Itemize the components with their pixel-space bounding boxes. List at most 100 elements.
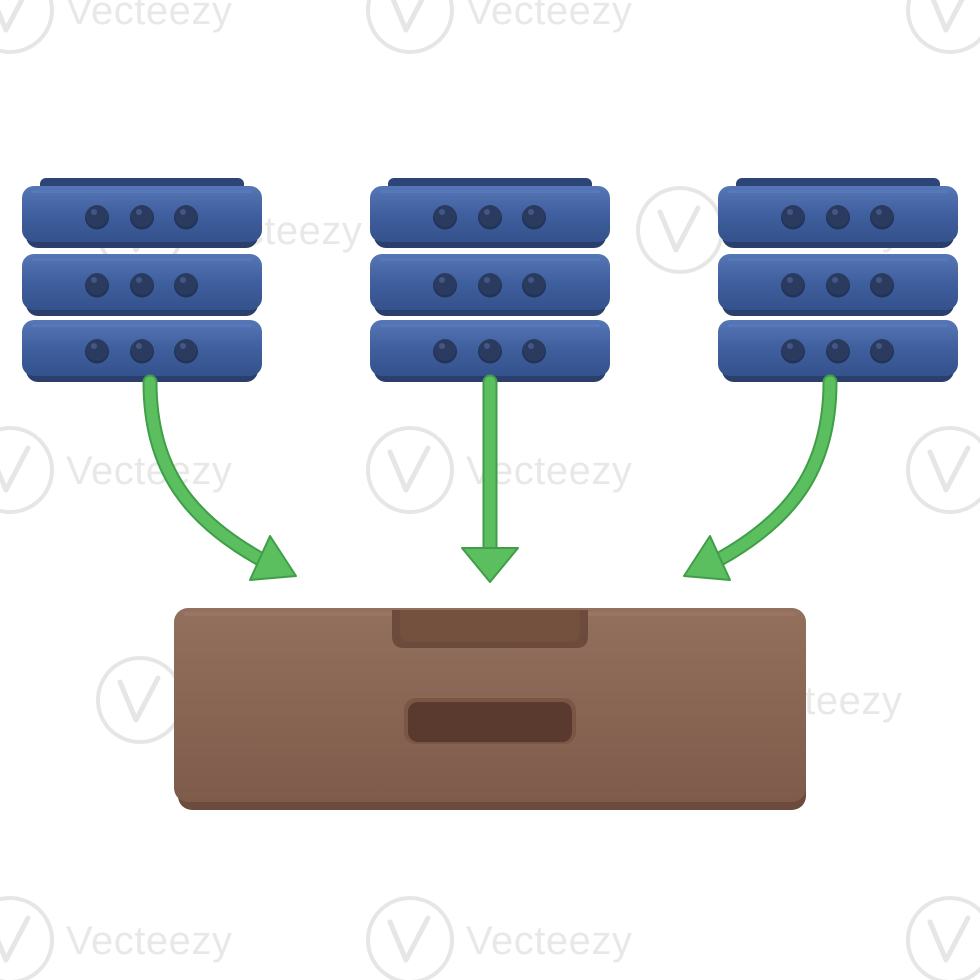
watermark: Vecteezy bbox=[906, 0, 980, 54]
storage-tray bbox=[174, 608, 806, 810]
server-status-light bbox=[131, 205, 153, 227]
server-light-glint bbox=[832, 277, 838, 283]
server-status-light bbox=[434, 339, 456, 361]
server-light-glint bbox=[180, 209, 186, 215]
server-status-light bbox=[131, 339, 153, 361]
watermark: Vecteezy bbox=[366, 0, 632, 54]
vecteezy-logo-icon bbox=[0, 896, 54, 980]
server-light-glint bbox=[180, 343, 186, 349]
server-status-light bbox=[827, 273, 849, 295]
server-unit bbox=[370, 320, 610, 382]
server-light-glint bbox=[180, 277, 186, 283]
server-light-glint bbox=[876, 277, 882, 283]
server-light-glint bbox=[484, 277, 490, 283]
arrow-head bbox=[249, 535, 297, 581]
vecteezy-logo-icon bbox=[906, 426, 980, 514]
server-unit-highlight bbox=[32, 324, 252, 327]
vecteezy-logo-icon bbox=[366, 896, 454, 980]
server-light-glint bbox=[787, 277, 793, 283]
server-unit-highlight bbox=[380, 258, 600, 261]
arrow-head bbox=[461, 547, 519, 583]
server-light-glint bbox=[91, 209, 97, 215]
server-unit bbox=[22, 320, 262, 382]
servers-group bbox=[22, 178, 958, 382]
server-unit bbox=[370, 254, 610, 316]
server-status-light bbox=[827, 205, 849, 227]
watermark: Vecteezy bbox=[906, 896, 980, 980]
server-unit bbox=[718, 254, 958, 316]
server-status-light bbox=[175, 339, 197, 361]
server-unit-highlight bbox=[32, 258, 252, 261]
server-status-light bbox=[782, 205, 804, 227]
server-unit-highlight bbox=[728, 324, 948, 327]
server-unit bbox=[718, 320, 958, 382]
watermark-text: Vecteezy bbox=[66, 919, 232, 963]
vecteezy-logo-icon bbox=[366, 426, 454, 514]
server-status-light bbox=[131, 273, 153, 295]
vecteezy-logo-icon bbox=[636, 186, 724, 274]
server-stack-left bbox=[22, 178, 262, 382]
watermark-text: Vecteezy bbox=[466, 0, 632, 33]
arrow-head bbox=[683, 535, 731, 581]
server-light-glint bbox=[91, 277, 97, 283]
server-unit bbox=[718, 186, 958, 248]
vecteezy-logo-icon bbox=[0, 426, 54, 514]
server-unit-highlight bbox=[32, 190, 252, 193]
server-light-glint bbox=[484, 343, 490, 349]
server-unit bbox=[370, 186, 610, 248]
server-light-glint bbox=[528, 343, 534, 349]
server-light-glint bbox=[832, 209, 838, 215]
server-stack-center bbox=[370, 178, 610, 382]
vecteezy-logo-icon bbox=[0, 0, 54, 54]
server-light-glint bbox=[876, 209, 882, 215]
server-status-light bbox=[523, 339, 545, 361]
server-status-light bbox=[479, 339, 501, 361]
server-light-glint bbox=[484, 209, 490, 215]
server-light-glint bbox=[876, 343, 882, 349]
watermark: Vecteezy bbox=[0, 426, 232, 514]
server-light-glint bbox=[439, 209, 445, 215]
server-stack-right bbox=[718, 178, 958, 382]
server-light-glint bbox=[439, 343, 445, 349]
server-status-light bbox=[782, 273, 804, 295]
server-light-glint bbox=[832, 343, 838, 349]
server-light-glint bbox=[136, 343, 142, 349]
server-status-light bbox=[871, 339, 893, 361]
arrow-center bbox=[461, 374, 519, 583]
tray-notch-inner bbox=[400, 610, 580, 642]
watermark-text: Vecteezy bbox=[466, 919, 632, 963]
tray-slot bbox=[408, 702, 572, 742]
server-status-light bbox=[434, 273, 456, 295]
watermark: Vecteezy bbox=[906, 426, 980, 514]
watermark-text: Vecteezy bbox=[66, 449, 232, 493]
server-status-light bbox=[782, 339, 804, 361]
server-status-light bbox=[86, 273, 108, 295]
vecteezy-logo-icon bbox=[906, 896, 980, 980]
watermark: Vecteezy bbox=[366, 426, 632, 514]
server-unit-highlight bbox=[728, 258, 948, 261]
server-status-light bbox=[86, 339, 108, 361]
server-status-light bbox=[827, 339, 849, 361]
server-unit-highlight bbox=[380, 190, 600, 193]
server-light-glint bbox=[528, 277, 534, 283]
arrow-shaft bbox=[712, 376, 836, 566]
server-unit-highlight bbox=[380, 324, 600, 327]
server-status-light bbox=[523, 273, 545, 295]
server-light-glint bbox=[787, 209, 793, 215]
server-status-light bbox=[479, 273, 501, 295]
server-status-light bbox=[479, 205, 501, 227]
arrow-shaft bbox=[144, 376, 268, 566]
server-light-glint bbox=[136, 277, 142, 283]
server-status-light bbox=[523, 205, 545, 227]
arrows-group bbox=[142, 374, 838, 583]
watermark: Vecteezy bbox=[0, 896, 232, 980]
server-status-light bbox=[434, 205, 456, 227]
arrow-right bbox=[683, 374, 838, 581]
server-light-glint bbox=[91, 343, 97, 349]
server-status-light bbox=[175, 273, 197, 295]
server-light-glint bbox=[528, 209, 534, 215]
server-status-light bbox=[175, 205, 197, 227]
server-unit bbox=[22, 186, 262, 248]
